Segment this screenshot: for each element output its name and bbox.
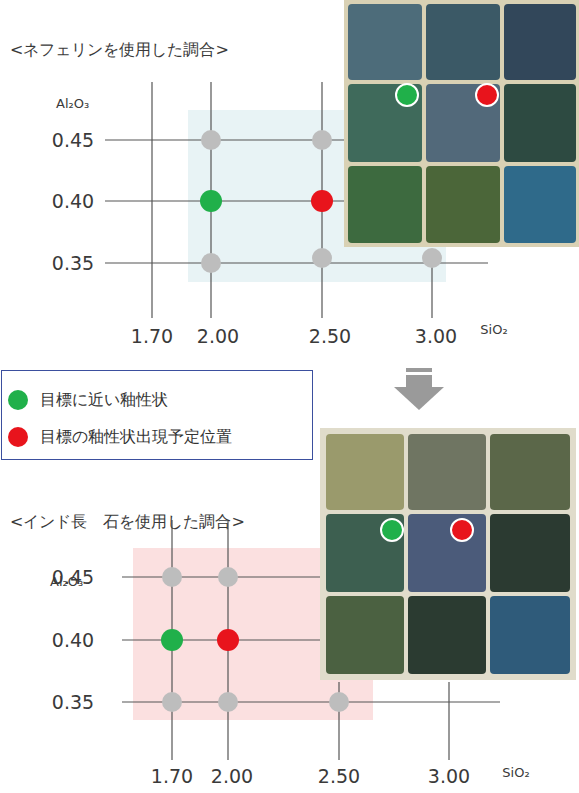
axis-title: SiO₂ xyxy=(480,323,507,337)
tick-label: 0.40 xyxy=(52,630,94,651)
tick-label: 3.00 xyxy=(428,766,470,787)
tick-label: 1.70 xyxy=(131,326,173,347)
legend-swatch xyxy=(8,427,28,447)
legend-entry: 目標の釉性状出現予定位置 xyxy=(8,427,232,448)
tick-label: 0.35 xyxy=(52,692,94,713)
tick-label: 1.70 xyxy=(151,766,193,787)
legend-entry: 目標に近い釉性状 xyxy=(8,390,168,411)
legend-swatch xyxy=(8,390,28,410)
chart-title: <ネフェリンを使用した調合> xyxy=(10,41,229,59)
tick-label: 2.50 xyxy=(309,326,351,347)
chart-title: <インド長 石を使用した調合> xyxy=(10,513,245,531)
axis-title: Al₂O₃ xyxy=(56,97,89,111)
tick-label: 0.45 xyxy=(52,567,94,588)
tick-label: 3.00 xyxy=(415,326,457,347)
tick-label: 0.45 xyxy=(52,130,94,151)
tick-label: 2.50 xyxy=(318,766,360,787)
tick-label: 2.00 xyxy=(211,766,253,787)
legend-text: 目標に近い釉性状 xyxy=(40,390,168,411)
axis-title: SiO₂ xyxy=(502,766,529,780)
legend-text: 目標の釉性状出現予定位置 xyxy=(40,427,232,448)
tick-label: 0.40 xyxy=(52,191,94,212)
tick-label: 2.00 xyxy=(197,326,239,347)
tick-label: 0.35 xyxy=(52,253,94,274)
legend-frame xyxy=(1,370,313,460)
